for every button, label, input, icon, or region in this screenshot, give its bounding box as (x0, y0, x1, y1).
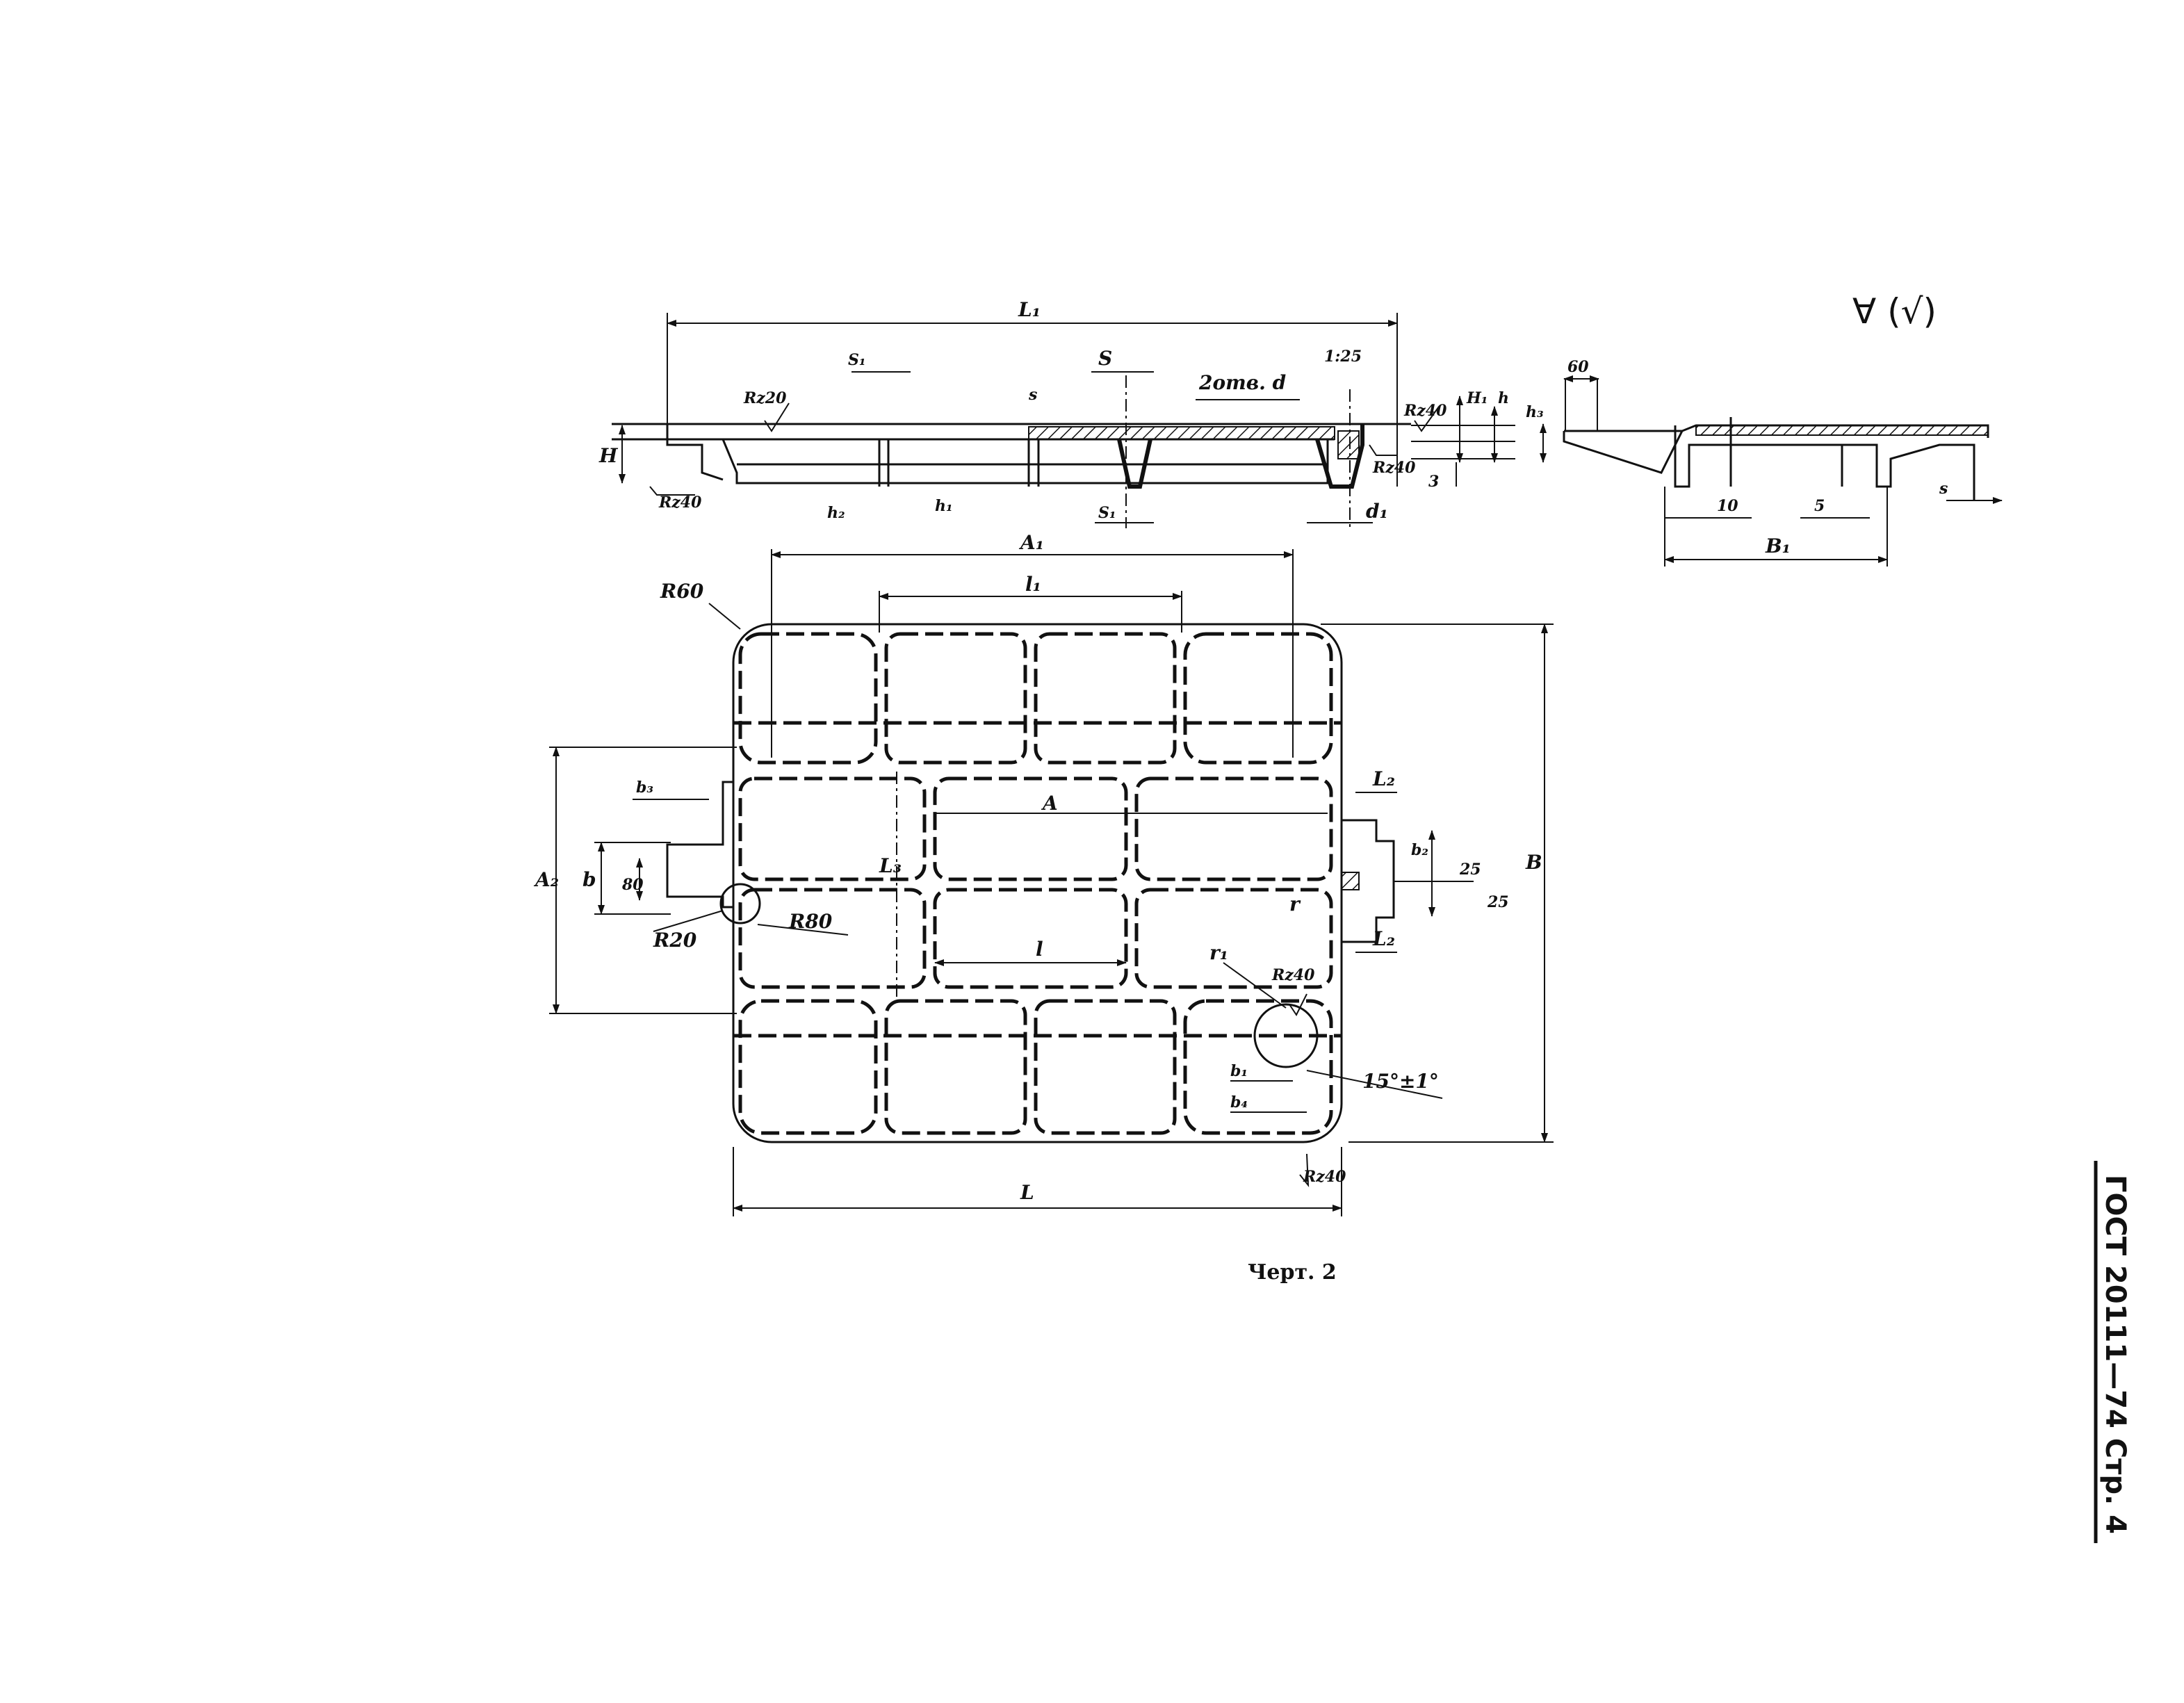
roughness-mark (649, 486, 695, 496)
label-L3: L₃ (879, 854, 902, 877)
label-B1: B₁ (1765, 535, 1791, 557)
label-R60: R60 (660, 580, 704, 603)
label-b4: b₄ (1230, 1093, 1248, 1111)
label-angle: 15°±1° (1362, 1070, 1439, 1093)
general-roughness-symbol: ∀ (√) (1852, 291, 1937, 332)
left-lug (666, 424, 724, 481)
label-25: 25 (1487, 893, 1509, 911)
label-S1: S₁ (848, 351, 866, 369)
label-B: B (1525, 851, 1542, 874)
label-l: l (1036, 938, 1043, 961)
label-r1: r₁ (1209, 941, 1228, 964)
label-d1: d₁ (1366, 500, 1388, 523)
label-R80: R80 (788, 910, 833, 933)
pocket-grid (733, 632, 1342, 1135)
figure-caption: Черт. 2 (1248, 1260, 1337, 1285)
label-s: s (1939, 480, 1948, 498)
leader-R20 (653, 910, 724, 932)
label-S: S (1098, 347, 1112, 370)
label-holes: 2отв. d (1198, 371, 1286, 394)
label-S1-bottom: S₁ (1098, 504, 1116, 522)
label-10: 10 (1717, 497, 1738, 515)
body-outline (722, 439, 1329, 484)
leader-R60 (708, 603, 741, 630)
label-3: 3 (1428, 473, 1439, 491)
pocket (1034, 632, 1177, 765)
label-H1: H₁ (1466, 389, 1488, 407)
pocket (738, 776, 927, 881)
label-s: s (1028, 386, 1037, 404)
label-r: r (1289, 893, 1301, 915)
label-h: h (1498, 389, 1509, 407)
bolt-hole (1341, 872, 1360, 890)
label-Rz40: Rz40 (1403, 402, 1447, 420)
pocket (884, 632, 1027, 765)
label-Rz40: Rz40 (1271, 966, 1315, 984)
pocket (1034, 999, 1177, 1135)
pocket (1134, 776, 1333, 881)
label-Rz40: Rz40 (1303, 1168, 1346, 1186)
label-5: 5 (1814, 497, 1825, 515)
pocket (1134, 888, 1333, 989)
page-header-standard: ГОСТ 20111—74 Стр. 4 (2099, 1175, 2131, 1534)
leader-r1 (1223, 962, 1287, 1009)
section-view-longitudinal: L₁ S₁ S s 2отв. d 1:25 H Rz20 Rz40 Rz40 … (598, 298, 1515, 528)
label-L2: L₂ (1372, 927, 1395, 950)
channel-outline (1674, 425, 1975, 500)
pocket (1183, 999, 1333, 1135)
label-h2: h₂ (827, 504, 845, 522)
pocket (738, 888, 927, 989)
pocket (933, 888, 1128, 989)
pocket (1183, 632, 1333, 765)
label-80: 80 (621, 876, 644, 894)
label-h3: h₃ (1526, 403, 1544, 421)
leader-R80 (757, 924, 849, 936)
label-b: b (582, 868, 596, 891)
pocket (933, 776, 1128, 881)
label-Rz40: Rz40 (658, 494, 702, 512)
label-b2: b₂ (1411, 841, 1428, 859)
leader-angle (1306, 1070, 1443, 1099)
right-lug-plan (1342, 819, 1395, 943)
roughness-mark (1369, 444, 1397, 456)
label-L: L (1020, 1181, 1034, 1204)
label-25: 25 (1459, 861, 1481, 879)
pocket (884, 999, 1027, 1135)
pocket (738, 999, 878, 1135)
label-Rz40: Rz40 (1372, 459, 1416, 477)
section-hatch (1028, 426, 1335, 440)
label-A2: A₂ (533, 868, 559, 891)
plan-view: A₁ l₁ R60 A L₂ L₂ b₃ A₂ b 80 R20 R80 L₃ … (533, 531, 1554, 1216)
label-Rz20: Rz20 (743, 389, 787, 407)
label-H: H (598, 444, 619, 467)
tapered-rib (1117, 439, 1152, 489)
label-L2: L₂ (1372, 767, 1395, 790)
label-b1: b₁ (1230, 1062, 1248, 1080)
label-l1: l₁ (1025, 573, 1041, 596)
roughness-mark (1414, 406, 1440, 432)
section-hatch (1695, 425, 1989, 436)
boss-hatch (1337, 430, 1360, 459)
roughness-mark (764, 402, 790, 432)
label-L1: L₁ (1018, 298, 1041, 321)
label-R20: R20 (653, 929, 697, 952)
roughness-mark (1299, 1153, 1310, 1188)
label-ratio: 1:25 (1324, 348, 1362, 366)
detail-circle (719, 883, 761, 924)
label-b3: b₃ (636, 779, 653, 797)
label-A: A (1041, 792, 1058, 815)
right-boss (1315, 424, 1364, 489)
label-A1: A₁ (1018, 531, 1044, 554)
label-h1: h₁ (935, 497, 953, 515)
section-view-transverse: h₃ 60 10 5 s B₁ (1526, 358, 2003, 567)
left-lug-plan (666, 781, 733, 908)
detail-circle (1253, 1003, 1319, 1068)
label-60: 60 (1567, 358, 1589, 376)
roughness-mark (1289, 993, 1307, 1016)
pocket (738, 632, 878, 765)
